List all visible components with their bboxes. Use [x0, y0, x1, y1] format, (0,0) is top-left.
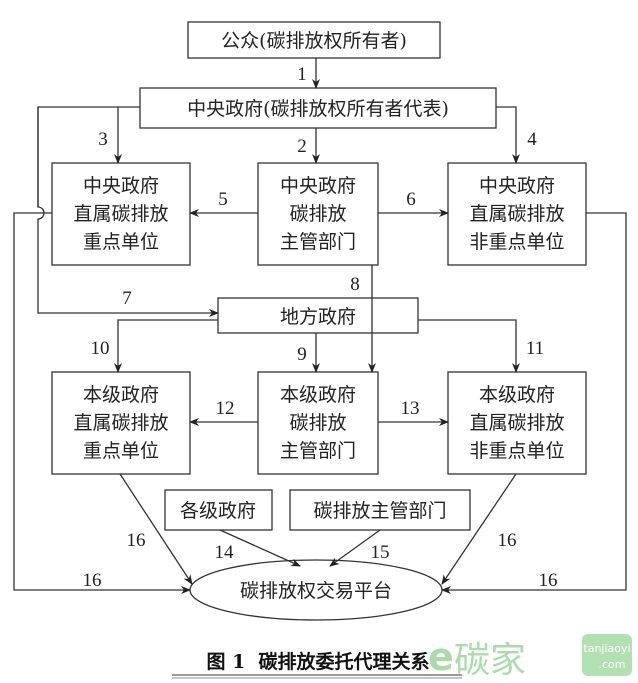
- arrow-7-path: [37, 107, 219, 317]
- edge-label-13: 13: [401, 398, 420, 419]
- label-platform: 碳排放权交易平台: [240, 580, 392, 602]
- edge-label-9: 9: [297, 344, 307, 365]
- arrow-10: [114, 319, 218, 373]
- edge-label-6: 6: [406, 189, 416, 210]
- label-public: 公众(碳排放权所有者): [221, 30, 407, 52]
- arrow-4: [496, 106, 520, 164]
- edge-label-14: 14: [215, 542, 235, 563]
- arrow-16-local-key: [119, 473, 193, 585]
- label-central-dept-2: 碳排放: [289, 203, 346, 225]
- label-local-dept-3: 主管部门: [280, 440, 356, 462]
- arrow-11: [418, 319, 520, 373]
- label-local-gov: 地方政府: [280, 306, 356, 328]
- label-central-gov: 中央政府(碳排放权所有者代表): [187, 98, 449, 120]
- label-local-nonkey-3: 非重点单位: [469, 440, 564, 462]
- svg-text:碳家: 碳家: [454, 640, 526, 681]
- watermark-logo: e 碳家 tanjiaoyi .com: [428, 634, 632, 681]
- edge-label-16-b: 16: [83, 570, 102, 591]
- svg-text:e: e: [428, 635, 454, 679]
- edge-label-8: 8: [350, 274, 360, 295]
- label-local-nonkey-1: 本级政府: [479, 384, 555, 406]
- svg-text:.com: .com: [599, 658, 626, 671]
- edge-label-10: 10: [91, 338, 110, 359]
- arrow-16-central-key: [13, 212, 191, 594]
- edge-label-11: 11: [526, 338, 544, 359]
- label-local-nonkey-2: 直属碳排放: [469, 412, 564, 434]
- label-central-dept-1: 中央政府: [280, 175, 356, 197]
- box-public: [187, 21, 441, 59]
- label-central-nonkey-3: 非重点单位: [469, 231, 564, 253]
- svg-text:tanjiaoyi: tanjiaoyi: [583, 642, 630, 655]
- label-local-key-3: 重点单位: [83, 440, 159, 462]
- arrow-14: [219, 529, 301, 567]
- arrow-16-central-nonkey: [441, 212, 627, 594]
- label-central-key-3: 重点单位: [83, 231, 159, 253]
- label-central-nonkey-1: 中央政府: [479, 175, 555, 197]
- label-central-nonkey-2: 直属碳排放: [469, 203, 564, 225]
- label-local-key-1: 本级政府: [83, 384, 159, 406]
- label-local-dept-1: 本级政府: [280, 384, 356, 406]
- label-central-key-2: 直属碳排放: [73, 203, 168, 225]
- arrow-3: [114, 106, 140, 164]
- label-central-dept-3: 主管部门: [280, 231, 356, 253]
- label-central-key-1: 中央政府: [83, 175, 159, 197]
- edge-label-2: 2: [297, 136, 307, 157]
- edge-label-7: 7: [122, 288, 132, 309]
- edge-label-3: 3: [98, 129, 108, 150]
- edge-label-1: 1: [297, 64, 307, 85]
- edge-label-16-d: 16: [539, 570, 558, 591]
- edge-label-15: 15: [371, 542, 390, 563]
- box-all-gov: [164, 489, 273, 531]
- arrow-16-local-nonkey: [441, 473, 517, 585]
- label-local-dept-2: 碳排放: [289, 412, 346, 434]
- edge-label-4: 4: [527, 129, 537, 150]
- edge-label-16-c: 16: [498, 530, 517, 551]
- arrow-15: [329, 529, 381, 567]
- label-all-gov: 各级政府: [180, 500, 256, 522]
- edge-label-12: 12: [216, 398, 235, 419]
- edge-label-16-a: 16: [127, 530, 146, 551]
- edge-label-5: 5: [218, 189, 228, 210]
- label-dept-all: 碳排放主管部门: [313, 500, 446, 522]
- figure-caption: 图 1 碳排放委托代理关系: [206, 650, 429, 673]
- label-local-key-2: 直属碳排放: [73, 412, 168, 434]
